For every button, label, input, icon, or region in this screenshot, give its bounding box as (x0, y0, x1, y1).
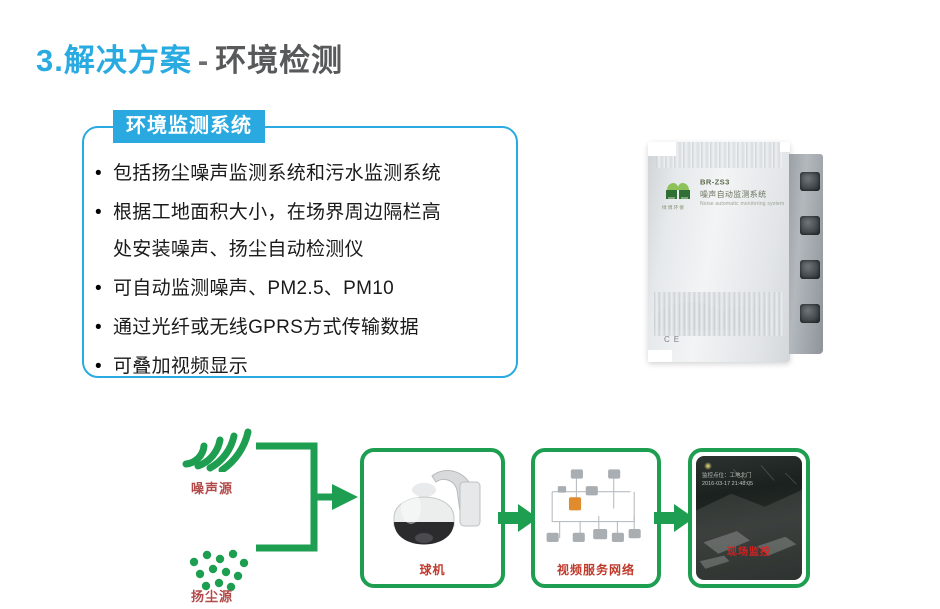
night-video-icon: 监控点位：工地北门 2016-03-17 21:48:05 现场监控 (696, 456, 802, 580)
bullet-marker-icon: • (95, 278, 102, 299)
list-item: • 可叠加视频显示 (95, 348, 515, 385)
title-main: 解决方案 (63, 43, 192, 78)
source-label-noise: 噪声源 (191, 481, 234, 496)
list-item-label: 可叠加视频显示 (113, 356, 249, 377)
device-connector-port (800, 172, 820, 191)
arrow-camera-to-network-icon (498, 504, 538, 532)
bullet-marker-icon: • (95, 356, 102, 377)
bullet-marker-icon: • (95, 317, 102, 338)
info-panel (82, 126, 518, 378)
flow-node-video[interactable]: 监控点位：工地北门 2016-03-17 21:48:05 现场监控 (688, 448, 810, 588)
device-side-panel (789, 154, 823, 354)
flow-node-network[interactable]: 视频服务网络 (531, 448, 661, 588)
device-connector-port (800, 216, 820, 235)
dust-particles-icon (189, 549, 249, 592)
arrow-network-to-video-icon (654, 504, 694, 532)
list-item-label: 包括扬尘噪声监测系统和污水监测系统 (113, 163, 442, 184)
video-scene-shapes (696, 465, 802, 580)
bullet-list: • 包括扬尘噪声监测系统和污水监测系统 • 根据工地面积大小，在场界周边隔栏高 … (95, 155, 515, 387)
video-osd-text: 监控点位：工地北门 2016-03-17 21:48:05 (702, 473, 754, 488)
flow-diagram: 噪声源 扬尘源 (0, 398, 940, 609)
list-item-label: 通过光纤或无线GPRS方式传输数据 (113, 317, 419, 338)
device-notch-bottom-left (648, 350, 672, 362)
device-brand-logo-icon (666, 183, 690, 199)
title-number: 3. (36, 43, 64, 78)
list-item: • 包括扬尘噪声监测系统和污水监测系统 (95, 155, 515, 192)
bullet-marker-icon: • (95, 163, 102, 184)
video-caption-text: 现场监控 (727, 547, 771, 558)
device-cert-marks: CE (664, 335, 684, 344)
title-dash: - (197, 43, 210, 78)
device-enclosure: 绿 博 环 保 BR-ZS3 噪声自动监测系统 Noise automatic … (648, 142, 790, 362)
merge-connector (256, 442, 358, 552)
device-wave-texture-lower (654, 292, 784, 336)
video-light-flare-icon (704, 462, 712, 470)
page-title: 3.解决方案-环境检测 (36, 35, 343, 80)
title-subtitle: 环境检测 (215, 43, 344, 78)
info-panel-badge: 环境监测系统 (113, 110, 265, 143)
device-name-label: 噪声自动监测系统 (700, 190, 767, 199)
list-item-label: 根据工地面积大小，在场界周边隔栏高 处安装噪声、扬尘自动检测仪 (113, 202, 442, 260)
device-subtitle-label: Noise automatic monitoring system (700, 201, 785, 207)
flow-node-camera-label: 球机 (419, 563, 446, 577)
list-item-label: 可自动监测噪声、PM2.5、PM10 (113, 278, 394, 299)
device-photo: 绿 博 环 保 BR-ZS3 噪声自动监测系统 Noise automatic … (648, 134, 836, 369)
device-brand-text: 绿 博 环 保 (662, 205, 684, 210)
bullet-marker-icon: • (95, 202, 102, 223)
device-notch-top-left (648, 142, 676, 156)
device-top-ridges (656, 142, 782, 168)
flow-node-camera[interactable]: 球机 (360, 448, 505, 588)
list-item: • 可自动监测噪声、PM2.5、PM10 (95, 270, 515, 307)
device-model-label: BR-ZS3 (700, 178, 730, 187)
list-item: • 通过光纤或无线GPRS方式传输数据 (95, 309, 515, 346)
flow-node-network-label: 视频服务网络 (556, 563, 635, 577)
sound-wave-icon (182, 428, 252, 472)
network-topology-icon (546, 469, 641, 543)
list-item: • 根据工地面积大小，在场界周边隔栏高 处安装噪声、扬尘自动检测仪 (95, 194, 515, 268)
device-connector-port (800, 260, 820, 279)
source-label-dust: 扬尘源 (191, 589, 234, 604)
device-connector-port (800, 304, 820, 323)
dome-camera-icon (393, 470, 481, 545)
device-notch-top-right (780, 142, 790, 152)
